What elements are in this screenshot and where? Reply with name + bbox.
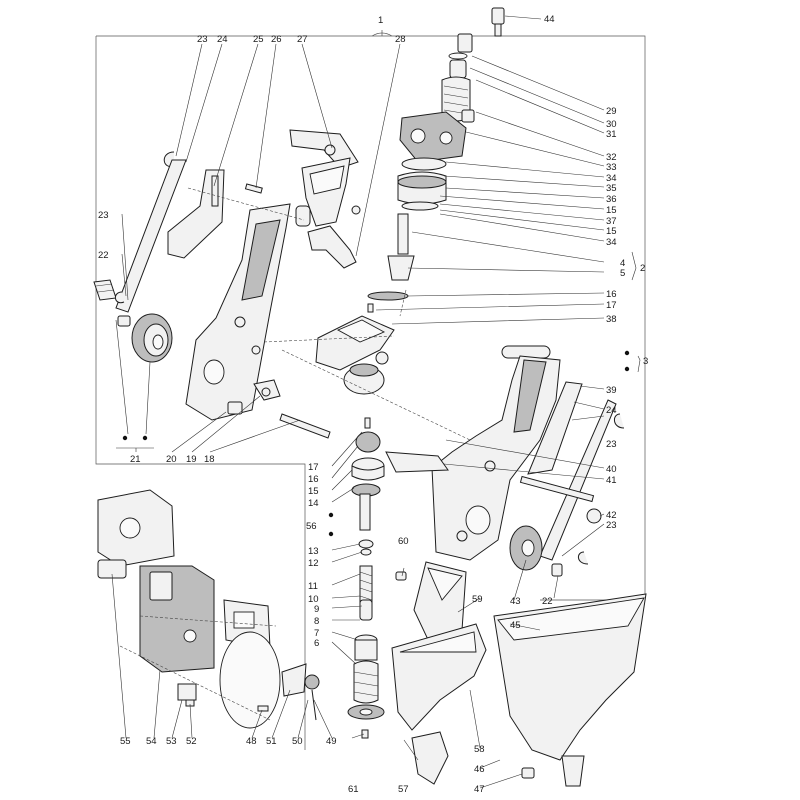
- callout-46: 46: [474, 764, 485, 775]
- callout-23-b: 23: [606, 439, 617, 450]
- callout-22-b: 22: [542, 596, 553, 607]
- callout-5: 5: [620, 268, 625, 279]
- callout-16-a: 16: [606, 289, 617, 300]
- callout-24-top: 24: [217, 34, 228, 45]
- callout-13: 13: [308, 546, 319, 557]
- callout-17-a: 17: [606, 300, 617, 311]
- callout-14: 14: [308, 498, 319, 509]
- callout-31: 31: [606, 129, 617, 140]
- callout-42: 42: [606, 510, 617, 521]
- callout-49: 49: [326, 736, 337, 747]
- callout-34-a: 34: [606, 173, 617, 184]
- centre-bracket: [289, 129, 395, 395]
- callout-11: 11: [308, 581, 318, 592]
- assembly-frame: [95, 30, 646, 750]
- callout-25: 25: [253, 34, 264, 45]
- callout-10: 10: [308, 594, 319, 605]
- callout-21: 21: [130, 454, 141, 465]
- callout-15-a: 15: [606, 205, 617, 216]
- callout-41: 41: [606, 475, 617, 486]
- callout-23-c: 23: [606, 520, 617, 531]
- callout-20: 20: [166, 454, 177, 465]
- callout-6: 6: [314, 638, 319, 649]
- right-side-plate: [385, 345, 625, 577]
- group-markers: [116, 251, 641, 537]
- callout-40: 40: [606, 464, 617, 475]
- callout-30: 30: [606, 119, 617, 130]
- callout-47: 47: [474, 784, 485, 795]
- callout-57: 57: [398, 784, 409, 795]
- leader-lines: [111, 15, 605, 789]
- callout-28: 28: [395, 34, 406, 45]
- callout-56: 56: [306, 521, 317, 532]
- callout-55: 55: [120, 736, 131, 747]
- callout-32: 32: [606, 152, 617, 163]
- callout-33: 33: [606, 162, 617, 173]
- callout-15-b: 15: [606, 226, 617, 237]
- callout-58: 58: [474, 744, 485, 755]
- callout-60: 60: [398, 536, 409, 547]
- callout-4: 4: [620, 258, 625, 269]
- construction-lines: [119, 187, 471, 721]
- callout-44: 44: [544, 14, 555, 25]
- callout-37: 37: [606, 216, 617, 227]
- callout-59: 59: [472, 594, 483, 605]
- callout-2: 2: [640, 263, 645, 274]
- callout-45: 45: [510, 620, 521, 631]
- callout-19: 19: [186, 454, 197, 465]
- motor-group: [97, 489, 320, 729]
- callout-48: 48: [246, 736, 257, 747]
- callout-9: 9: [314, 604, 319, 615]
- callout-1: 1: [378, 15, 383, 26]
- callout-50: 50: [292, 736, 303, 747]
- callout-15-c: 15: [308, 486, 319, 497]
- centre-valve-stack: [347, 417, 385, 739]
- callout-12: 12: [308, 558, 319, 569]
- callout-35: 35: [606, 183, 617, 194]
- callout-labels: 1 44 23 24 25 26 27 28 29 30 31 32 33 34…: [98, 14, 648, 795]
- callout-26: 26: [271, 34, 282, 45]
- callout-23-top: 23: [197, 34, 208, 45]
- left-linkage: [93, 151, 263, 363]
- callout-16-b: 16: [308, 474, 319, 485]
- callout-3: 3: [643, 356, 648, 367]
- callout-29: 29: [606, 106, 617, 117]
- callout-23-d: 23: [98, 210, 109, 221]
- left-side-plate: [185, 203, 331, 439]
- callout-22-a: 22: [98, 250, 109, 261]
- callout-38: 38: [606, 314, 617, 325]
- callout-18: 18: [204, 454, 215, 465]
- hoppers: [391, 561, 647, 787]
- callout-53: 53: [166, 736, 177, 747]
- callout-61: 61: [348, 784, 359, 795]
- callout-27: 27: [297, 34, 308, 45]
- callout-39: 39: [606, 385, 617, 396]
- callout-52: 52: [186, 736, 197, 747]
- callout-54: 54: [146, 736, 157, 747]
- callout-34-b: 34: [606, 237, 617, 248]
- callout-17-b: 17: [308, 462, 319, 473]
- callout-51: 51: [266, 736, 277, 747]
- callout-8: 8: [314, 616, 319, 627]
- callout-43: 43: [510, 596, 521, 607]
- callout-24-b: 24: [606, 405, 617, 416]
- valve-stack-assembly: [367, 7, 505, 313]
- callout-36: 36: [606, 194, 617, 205]
- callout-7: 7: [314, 628, 319, 639]
